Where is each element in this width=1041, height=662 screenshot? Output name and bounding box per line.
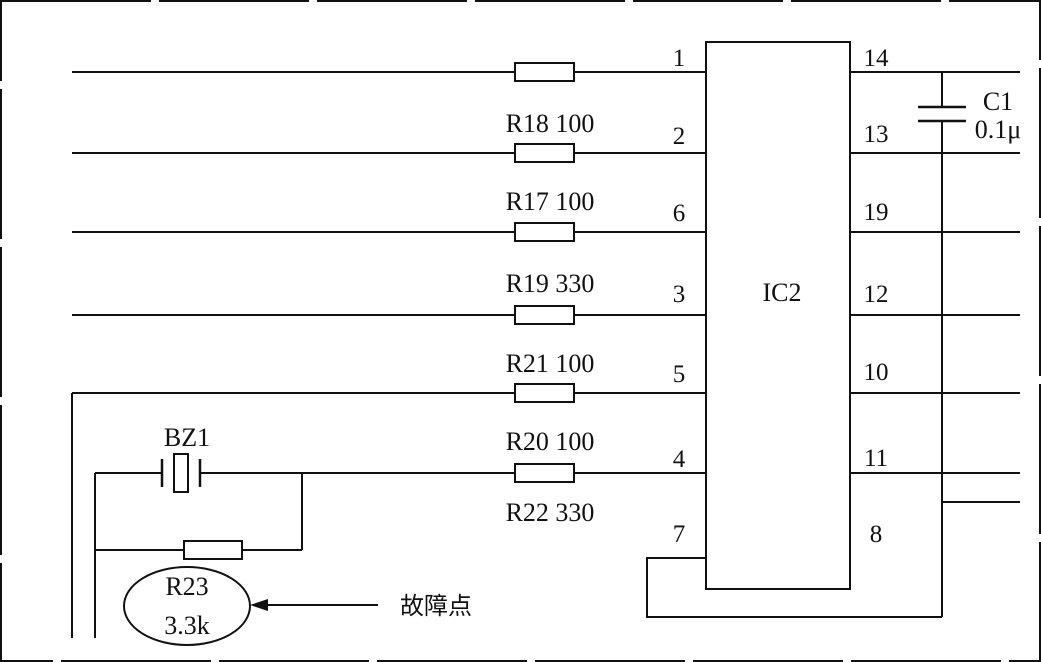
- pin-number: 3: [673, 281, 686, 308]
- resistor-r21: [514, 383, 575, 403]
- capacitor-name: C1: [983, 87, 1013, 116]
- right-wires: [850, 71, 1020, 617]
- resistor-r-top: [514, 62, 575, 82]
- resistor-r18: [514, 143, 575, 163]
- resistor-label: R21 100: [506, 349, 595, 378]
- buzzer-network: [94, 453, 378, 646]
- ic-label: IC2: [763, 278, 802, 307]
- buzzer-bz1: [173, 453, 189, 493]
- fault-ellipse: [123, 566, 251, 646]
- resistor-r23: [183, 540, 243, 560]
- pin-number: 10: [864, 359, 889, 386]
- resistor-label: R19 330: [506, 269, 595, 298]
- pin-number: 2: [673, 123, 686, 150]
- resistor-symbols: [514, 62, 575, 483]
- left-wires: [71, 71, 706, 638]
- pin-number: 14: [864, 45, 890, 72]
- pin-number: 6: [673, 200, 686, 227]
- pin-number: 11: [864, 445, 888, 472]
- resistor-label: R17 100: [506, 187, 595, 216]
- pin-number: 19: [864, 199, 889, 226]
- resistor-label: R22 330: [506, 498, 595, 527]
- pin-number: 5: [673, 361, 686, 388]
- resistor-r19: [514, 305, 575, 325]
- capacitor-value: 0.1μ: [975, 115, 1021, 144]
- resistor-r17: [514, 222, 575, 242]
- ic-body: [705, 41, 851, 590]
- resistor-label: R20 100: [506, 427, 595, 456]
- resistor-label: R18 100: [506, 109, 595, 138]
- resistor-r20: [514, 463, 575, 483]
- pin-number: 1: [673, 45, 686, 72]
- r23-name: R23: [165, 572, 208, 601]
- pin-number: 7: [673, 521, 686, 548]
- r23-value: 3.3k: [164, 611, 210, 640]
- pin-number: 4: [673, 446, 686, 473]
- pin-number: 13: [864, 121, 889, 148]
- capacitor-c1: [918, 105, 966, 123]
- pin-number: 12: [864, 281, 889, 308]
- buzzer-label: BZ1: [164, 423, 210, 452]
- fault-point-label: 故障点: [400, 592, 472, 620]
- pin-number: 8: [870, 521, 883, 548]
- pin7-loop-wire: [646, 557, 942, 618]
